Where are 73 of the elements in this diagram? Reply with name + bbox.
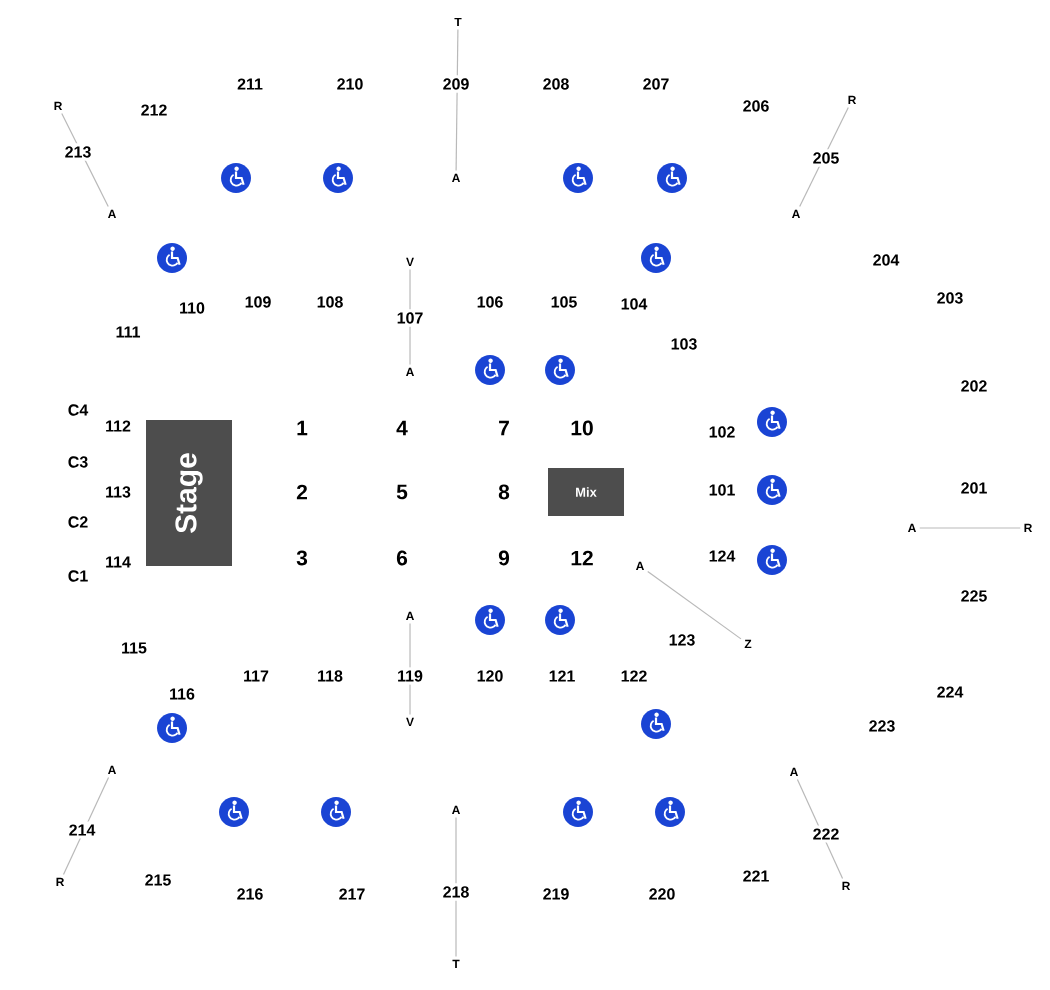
section-number: 9 (498, 550, 510, 566)
section-number: 222 (809, 825, 843, 843)
section-number: 208 (543, 78, 569, 90)
section-number: 201 (961, 482, 987, 494)
row-line (455, 816, 457, 958)
section-number: 206 (743, 100, 769, 112)
section-number: 12 (571, 550, 593, 566)
section-number: 224 (937, 686, 964, 698)
section-number: 4 (396, 420, 408, 436)
section-number: C2 (68, 516, 88, 528)
section-number: 203 (937, 292, 963, 304)
section-number: 110 (180, 302, 205, 314)
section-number: 106 (477, 296, 503, 308)
row-line (409, 268, 411, 366)
section-number: 202 (961, 380, 987, 392)
section-number: 213 (61, 143, 95, 161)
row-line (919, 527, 1021, 529)
section-number: 121 (549, 670, 575, 682)
section-number: C4 (68, 404, 89, 416)
section-number: 108 (317, 296, 343, 308)
row-line (62, 776, 110, 876)
section-number: 123 (669, 634, 695, 646)
section-number: 7 (499, 420, 509, 436)
section-number: 221 (743, 870, 769, 882)
section-number: 8 (498, 484, 510, 500)
section-number: 3 (296, 550, 308, 566)
section-number: 116 (170, 688, 195, 700)
stage-box: Stage (146, 420, 232, 566)
section-number: 5 (396, 484, 408, 500)
section-number: 115 (122, 642, 147, 654)
section-number: 216 (237, 888, 263, 900)
section-number: 207 (643, 78, 669, 90)
section-number: 122 (621, 670, 647, 682)
section-number: 102 (709, 426, 735, 438)
section-number: 211 (237, 78, 263, 90)
section-number: 105 (551, 296, 577, 308)
section-number: 104 (621, 298, 648, 310)
section-number: 220 (649, 888, 675, 900)
section-number: 218 (439, 883, 473, 901)
section-number: 101 (709, 484, 735, 496)
section-number: 114 (106, 556, 131, 568)
section-number: 223 (869, 720, 895, 732)
section-number: 113 (106, 486, 131, 498)
section-number: 109 (245, 296, 271, 308)
section-number: 120 (477, 670, 503, 682)
section-number: 1 (297, 420, 308, 436)
section-number: 2 (296, 484, 307, 500)
row-line (647, 570, 742, 640)
section-number: 117 (244, 670, 269, 682)
row-line (61, 112, 109, 208)
section-number: 112 (106, 420, 131, 432)
section-number: 205 (809, 149, 843, 167)
section-number: 217 (339, 888, 365, 900)
row-line (796, 778, 844, 880)
section-number: 124 (709, 550, 736, 562)
section-number: 225 (961, 590, 987, 602)
row-line (455, 28, 459, 172)
section-number: C1 (68, 570, 88, 582)
section-number: 6 (396, 550, 408, 566)
section-number: 119 (394, 667, 426, 685)
section-number: 118 (318, 670, 343, 682)
section-number: 111 (116, 326, 140, 338)
section-number: 10 (571, 420, 593, 436)
section-number: 204 (873, 254, 900, 266)
section-number: 212 (141, 104, 167, 116)
section-number: C3 (68, 456, 88, 468)
section-number: 215 (145, 874, 171, 886)
section-number: 210 (337, 78, 363, 90)
section-number: 107 (393, 309, 427, 327)
section-number: 209 (439, 75, 473, 93)
section-number: 219 (543, 888, 569, 900)
section-number: 214 (65, 821, 99, 839)
section-number: 103 (671, 338, 697, 350)
